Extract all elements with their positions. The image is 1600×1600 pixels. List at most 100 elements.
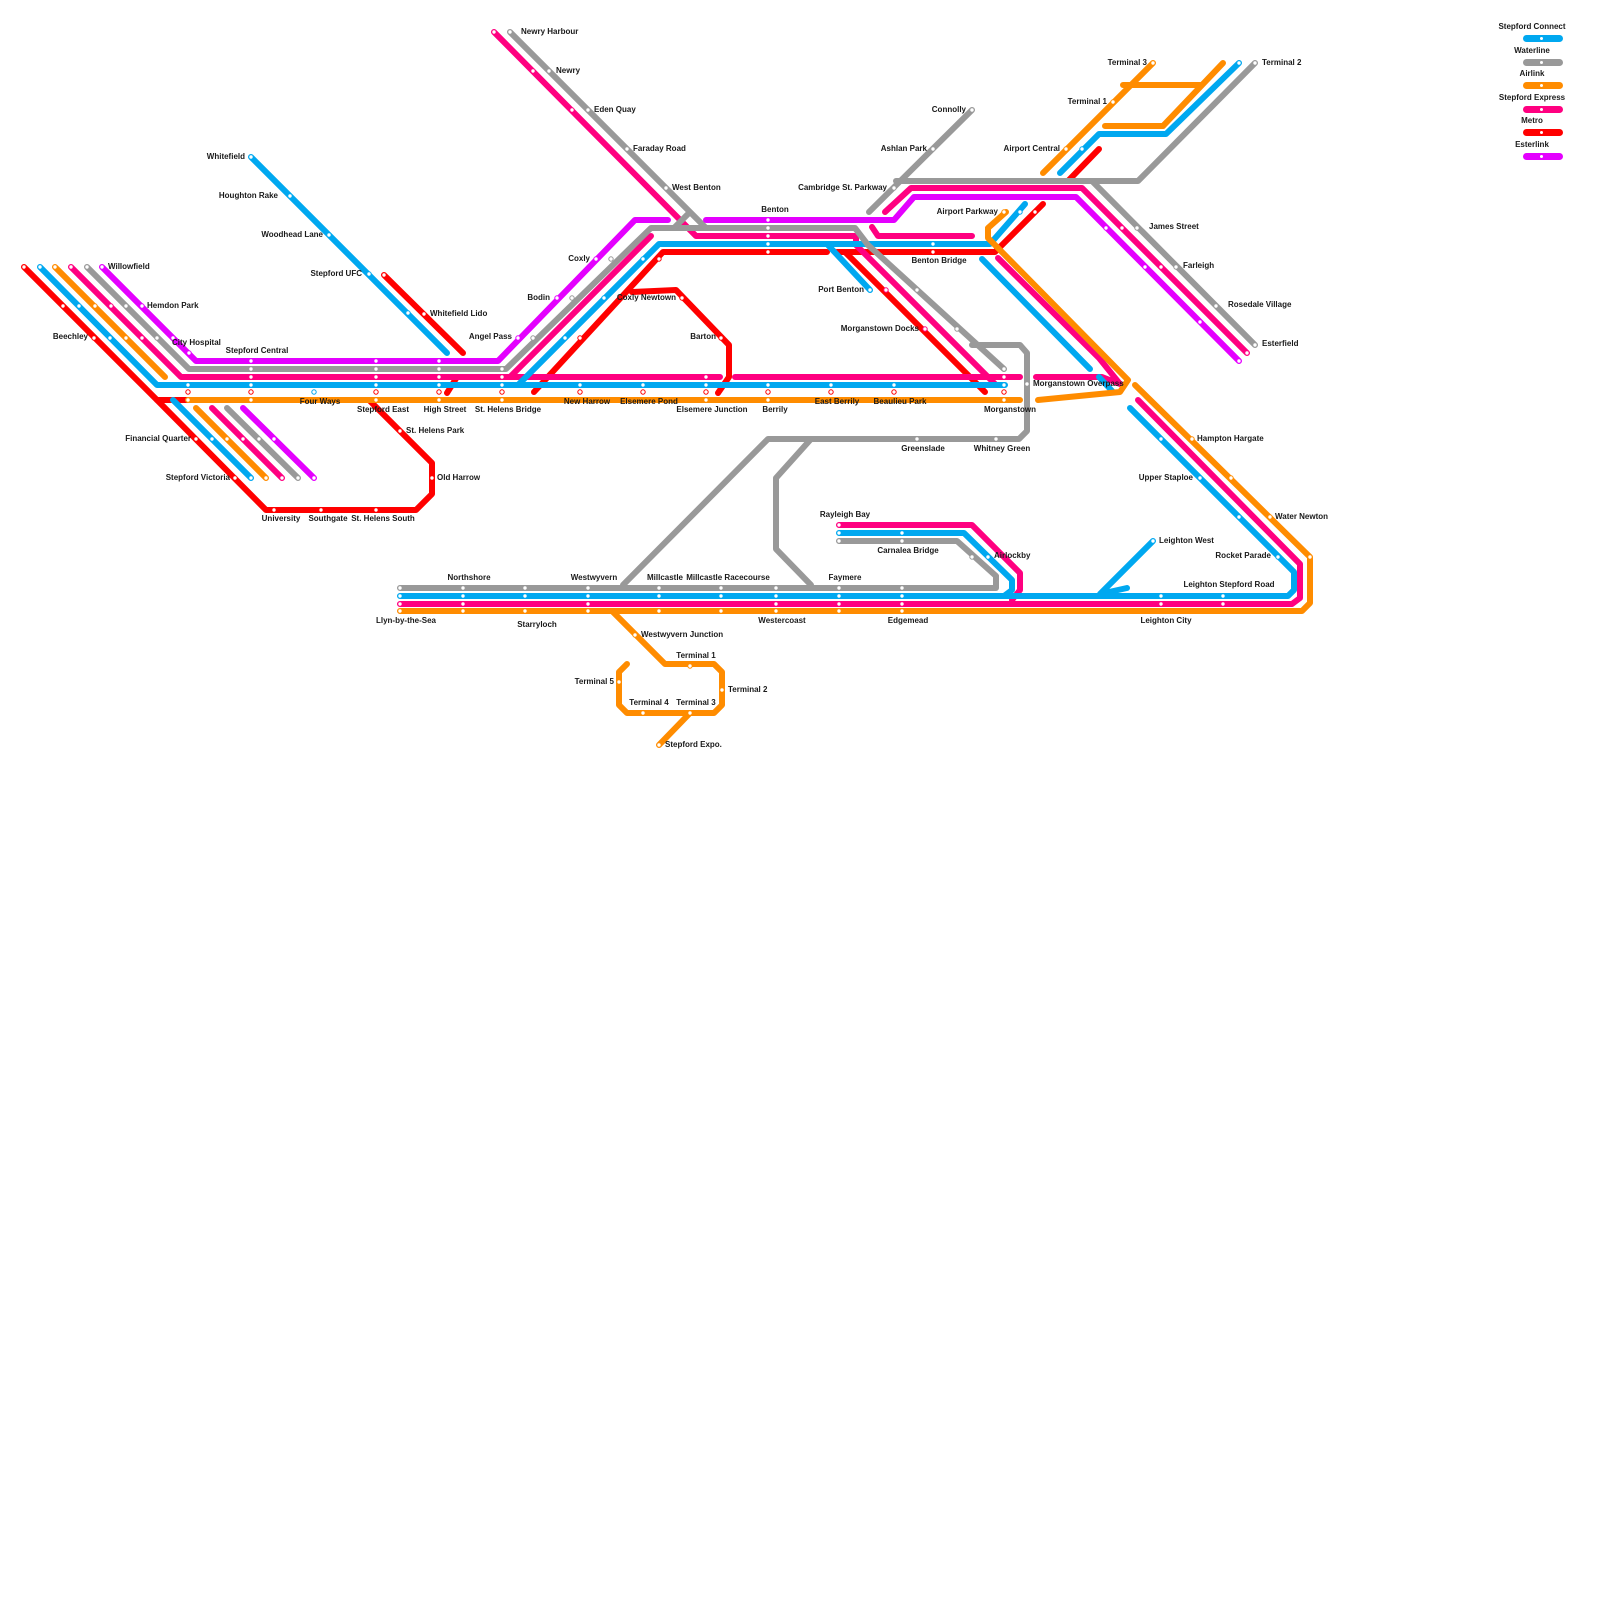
label-hemdon-park[interactable]: Hemdon Park <box>147 301 199 310</box>
station-stop[interactable] <box>641 711 645 715</box>
label-elsemere-junction[interactable]: Elsemere Junction <box>676 405 747 414</box>
label-millcastle-racecourse[interactable]: Millcastle Racecourse <box>686 573 770 582</box>
station-stop[interactable] <box>1253 343 1257 347</box>
station-stop[interactable] <box>900 602 904 606</box>
label-starryloch[interactable]: Starryloch <box>517 620 557 629</box>
label-terminal-1-south[interactable]: Terminal 1 <box>676 651 716 660</box>
station-stop[interactable] <box>892 186 896 190</box>
station-stop[interactable] <box>1025 382 1029 386</box>
label-four-ways[interactable]: Four Ways <box>300 397 341 406</box>
station-stop[interactable] <box>437 359 441 363</box>
station-stop[interactable] <box>272 437 276 441</box>
station-stop[interactable] <box>688 664 692 668</box>
station-stop[interactable] <box>641 257 645 261</box>
label-leighton-west[interactable]: Leighton West <box>1159 536 1214 545</box>
station-stop[interactable] <box>837 539 841 543</box>
station-stop[interactable] <box>1143 265 1147 269</box>
label-st-helens-park[interactable]: St. Helens Park <box>406 426 465 435</box>
station-stop[interactable] <box>398 429 402 433</box>
station-stop[interactable] <box>272 508 276 512</box>
label-hampton-hargate[interactable]: Hampton Hargate <box>1197 434 1264 443</box>
station-stop[interactable] <box>233 476 237 480</box>
station-stop[interactable] <box>931 250 935 254</box>
station-stop[interactable] <box>1174 265 1178 269</box>
label-northshore[interactable]: Northshore <box>447 573 491 582</box>
label-stepford-central[interactable]: Stepford Central <box>226 346 289 355</box>
label-whitney-green[interactable]: Whitney Green <box>974 444 1031 453</box>
station-stop[interactable] <box>837 586 841 590</box>
station-stop[interactable] <box>547 69 551 73</box>
station-stop[interactable] <box>523 586 527 590</box>
connect-route-whitefield[interactable] <box>251 157 447 353</box>
station-stop[interactable] <box>1080 147 1084 151</box>
station-stop[interactable] <box>249 476 253 480</box>
station-stop[interactable] <box>586 602 590 606</box>
label-leighton-stepford-road[interactable]: Leighton Stepford Road <box>1183 580 1274 589</box>
label-eden-quay[interactable]: Eden Quay <box>594 105 636 114</box>
station-stop[interactable] <box>1151 61 1155 65</box>
station-stop[interactable] <box>367 272 371 276</box>
station-stop[interactable] <box>657 609 661 613</box>
label-benton-bridge[interactable]: Benton Bridge <box>911 256 967 265</box>
label-beaulieu-park[interactable]: Beaulieu Park <box>874 397 927 406</box>
station-stop[interactable] <box>868 288 872 292</box>
legend-item-stepford-connect[interactable]: Stepford Connect <box>1466 22 1598 46</box>
station-stop[interactable] <box>900 594 904 598</box>
station-stop[interactable] <box>249 390 253 394</box>
label-james-street[interactable]: James Street <box>1149 222 1199 231</box>
legend-item-esterlink[interactable]: Esterlink <box>1466 140 1598 164</box>
station-stop[interactable] <box>719 336 723 340</box>
station-stop[interactable] <box>186 383 190 387</box>
station-stop[interactable] <box>69 265 73 269</box>
label-east-berrily[interactable]: East Berrily <box>815 397 860 406</box>
station-stop[interactable] <box>100 265 104 269</box>
label-connolly[interactable]: Connolly <box>932 105 967 114</box>
station-stop[interactable] <box>140 336 144 340</box>
label-st-helens-south[interactable]: St. Helens South <box>351 514 415 523</box>
station-stop[interactable] <box>664 186 668 190</box>
station-stop[interactable] <box>915 288 919 292</box>
station-stop[interactable] <box>915 437 919 441</box>
station-stop[interactable] <box>140 304 144 308</box>
station-stop[interactable] <box>704 383 708 387</box>
metro-route-airport[interactable] <box>1068 149 1099 181</box>
station-stop[interactable] <box>398 594 402 598</box>
label-rayleigh-bay[interactable]: Rayleigh Bay <box>820 510 871 519</box>
station-stop[interactable] <box>225 437 229 441</box>
station-stop[interactable] <box>570 108 574 112</box>
station-stop[interactable] <box>1104 226 1108 230</box>
station-stop[interactable] <box>296 476 300 480</box>
station-stop[interactable] <box>398 586 402 590</box>
label-stepford-east[interactable]: Stepford East <box>357 405 409 414</box>
station-stop[interactable] <box>155 336 159 340</box>
label-faraday-road[interactable]: Faraday Road <box>633 144 686 153</box>
station-stop[interactable] <box>586 609 590 613</box>
station-stop[interactable] <box>327 233 331 237</box>
station-stop[interactable] <box>1002 367 1006 371</box>
label-faymere[interactable]: Faymere <box>829 573 862 582</box>
station-stop[interactable] <box>1033 210 1037 214</box>
legend-item-airlink[interactable]: Airlink <box>1466 69 1598 93</box>
label-airlockby[interactable]: Airlockby <box>994 551 1031 560</box>
label-southgate[interactable]: Southgate <box>308 514 348 523</box>
station-stop[interactable] <box>1002 210 1006 214</box>
legend-item-stepford-express[interactable]: Stepford Express <box>1466 93 1598 117</box>
station-stop[interactable] <box>1190 437 1194 441</box>
label-airport-parkway[interactable]: Airport Parkway <box>937 207 999 216</box>
station-stop[interactable] <box>398 609 402 613</box>
label-new-harrow[interactable]: New Harrow <box>564 397 611 406</box>
station-stop[interactable] <box>829 390 833 394</box>
station-stop[interactable] <box>1245 351 1249 355</box>
station-stop[interactable] <box>92 336 96 340</box>
station-stop[interactable] <box>774 586 778 590</box>
station-stop[interactable] <box>719 586 723 590</box>
station-stop[interactable] <box>1229 476 1233 480</box>
esterlink-route-west[interactable] <box>102 197 1239 361</box>
connect-route-leighton-west[interactable] <box>1100 541 1153 594</box>
station-stop[interactable] <box>186 398 190 402</box>
station-stop[interactable] <box>1002 390 1006 394</box>
station-stop[interactable] <box>500 398 504 402</box>
station-stop[interactable] <box>422 312 426 316</box>
station-stop[interactable] <box>257 437 261 441</box>
label-whitefield[interactable]: Whitefield <box>207 152 245 161</box>
